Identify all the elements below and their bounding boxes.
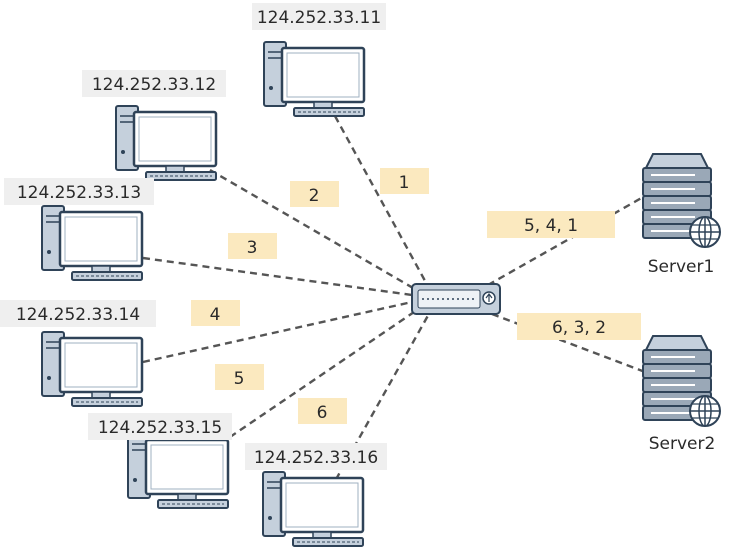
server2-sequence: 6, 3, 2 bbox=[552, 318, 606, 338]
link-6 bbox=[328, 311, 432, 491]
pc-2-ip: 124.252.33.12 bbox=[92, 75, 216, 95]
pc-4-ip-tag: 124.252.33.14 bbox=[0, 300, 156, 327]
link-6-tag: 6 bbox=[298, 398, 347, 424]
pc-1-ip: 124.252.33.11 bbox=[257, 8, 381, 28]
pc-1-ip-tag: 124.252.33.11 bbox=[252, 3, 386, 30]
link-1-number: 1 bbox=[399, 173, 410, 193]
server2-globe-icon bbox=[689, 395, 721, 427]
link-server1 bbox=[487, 194, 646, 287]
link-2-number: 2 bbox=[309, 186, 320, 206]
server2-sequence-tag: 6, 3, 2 bbox=[517, 313, 641, 340]
pc-6-ip-tag: 124.252.33.16 bbox=[245, 443, 387, 470]
link-4-number: 4 bbox=[210, 305, 221, 325]
pc-6-icon bbox=[261, 470, 365, 548]
pc-2-ip-tag: 124.252.33.12 bbox=[82, 70, 226, 97]
server2-name: Server2 bbox=[649, 434, 716, 454]
link-4-tag: 4 bbox=[191, 300, 240, 326]
link-1-tag: 1 bbox=[380, 168, 429, 194]
link-5-number: 5 bbox=[234, 369, 245, 389]
pc-1-icon bbox=[262, 40, 366, 118]
server1-sequence: 5, 4, 1 bbox=[524, 216, 578, 236]
link-3-tag: 3 bbox=[228, 233, 277, 259]
pc-4-ip: 124.252.33.14 bbox=[16, 305, 140, 325]
pc-6-ip: 124.252.33.16 bbox=[254, 448, 378, 468]
pc-5-ip-tag: 124.252.33.15 bbox=[88, 413, 232, 440]
link-3-number: 3 bbox=[247, 238, 258, 258]
server1-globe-icon bbox=[689, 216, 721, 248]
link-5 bbox=[229, 307, 421, 438]
link-4 bbox=[142, 300, 413, 364]
server1-name: Server1 bbox=[648, 257, 715, 277]
link-5-tag: 5 bbox=[215, 364, 264, 390]
server1-sequence-tag: 5, 4, 1 bbox=[487, 211, 615, 238]
link-1 bbox=[333, 115, 432, 291]
link-2 bbox=[209, 168, 421, 294]
pc-4-icon bbox=[40, 330, 144, 408]
pc-3-ip-tag: 124.252.33.13 bbox=[4, 178, 154, 205]
link-6-number: 6 bbox=[317, 403, 328, 423]
link-3 bbox=[142, 256, 413, 297]
pc-3-icon bbox=[40, 204, 144, 282]
network-switch-icon bbox=[411, 283, 501, 315]
pc-3-ip: 124.252.33.13 bbox=[17, 183, 141, 203]
pc-5-icon bbox=[126, 432, 230, 510]
link-2-tag: 2 bbox=[290, 181, 339, 207]
pc-2-icon bbox=[114, 104, 218, 182]
pc-5-ip: 124.252.33.15 bbox=[98, 418, 222, 438]
